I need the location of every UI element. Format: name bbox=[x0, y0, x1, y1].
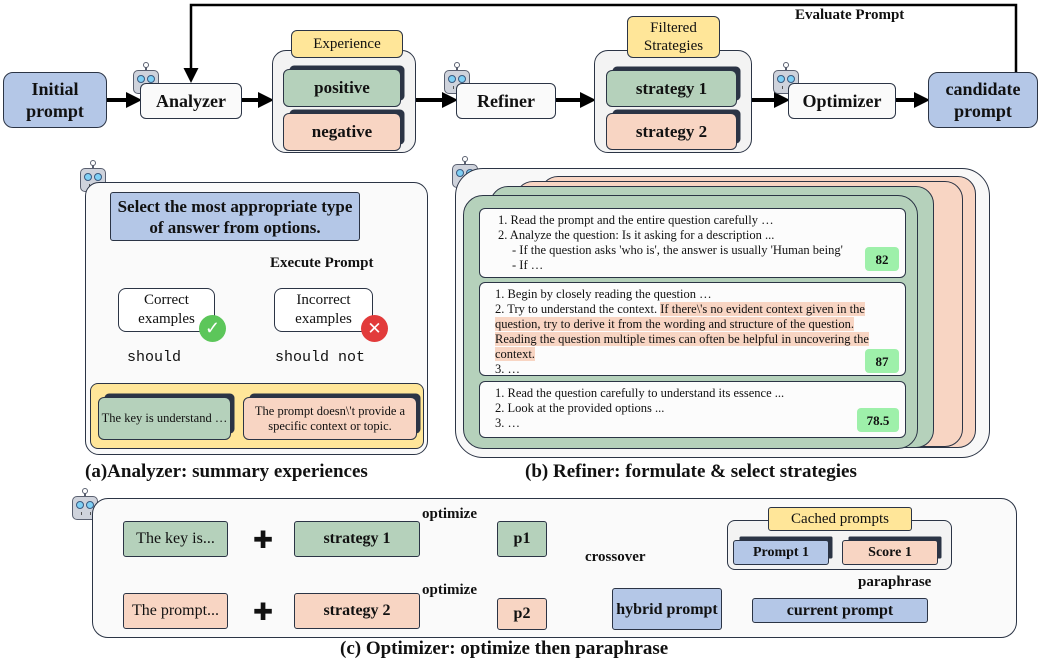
positive-experience: The key is understand … bbox=[98, 397, 231, 440]
p1-node: p1 bbox=[497, 521, 547, 557]
negative-experience-text: The prompt doesn\'t provide a specific c… bbox=[254, 403, 406, 433]
instruction-box: Select the most appropriate type of answ… bbox=[110, 192, 360, 241]
cross-icon: ✕ bbox=[361, 315, 388, 342]
positive-label: positive bbox=[314, 78, 370, 97]
optimize-label: optimize bbox=[422, 582, 477, 598]
cached-score-label: Score 1 bbox=[868, 544, 912, 560]
correct-examples-box: Correct examples bbox=[118, 288, 215, 332]
cached-prompt-label: Prompt 1 bbox=[752, 544, 810, 560]
score-badge: 82 bbox=[865, 247, 899, 271]
filtered-strategies-label: Filtered Strategies bbox=[627, 16, 720, 58]
paraphrase-label: paraphrase bbox=[858, 574, 932, 590]
positive-node: positive bbox=[283, 69, 401, 107]
feedback-arrow bbox=[183, 3, 1018, 83]
strategy-1-node: strategy 1 bbox=[606, 70, 737, 107]
should-not-label: should not bbox=[275, 349, 366, 366]
hybrid-prompt-node: hybrid prompt bbox=[612, 588, 722, 630]
strategy-card-1: 1. Read the prompt and the entire questi… bbox=[479, 208, 906, 278]
analyzer-node: Analyzer bbox=[140, 83, 242, 119]
p2-node: p2 bbox=[497, 598, 547, 630]
evaluate-prompt-label: Evaluate Prompt bbox=[795, 7, 905, 23]
execute-prompt-label: Execute Prompt bbox=[270, 255, 374, 271]
strategy-line: 2. Try to understand the context. bbox=[495, 302, 661, 316]
strategy-2-node: strategy 2 bbox=[294, 593, 420, 629]
negative-node: negative bbox=[283, 113, 401, 151]
caption-a: (a)Analyzer: summary experiences bbox=[85, 461, 368, 482]
negative-experience: The prompt doesn\'t provide a specific c… bbox=[243, 397, 417, 440]
caption-b: (b) Refiner: formulate & select strategi… bbox=[525, 461, 857, 482]
positive-experience-node: The key is... bbox=[123, 521, 228, 557]
negative-experience-node: The prompt... bbox=[123, 593, 228, 629]
strategy-line: - If … bbox=[512, 258, 544, 272]
check-icon: ✓ bbox=[199, 315, 226, 342]
strategy-2-node: strategy 2 bbox=[606, 113, 737, 150]
current-prompt-node: current prompt bbox=[752, 598, 928, 623]
positive-experience-text: The key is understand … bbox=[101, 411, 228, 425]
strategy-line: 2. Analyze the question: Is it asking fo… bbox=[498, 228, 775, 242]
candidate-prompt-node: candidate prompt bbox=[928, 72, 1038, 128]
strategy-line: - If the question asks 'who is', the ans… bbox=[512, 243, 843, 257]
initial-prompt-node: Initial prompt bbox=[3, 72, 107, 128]
strategy-line: 2. Look at the provided options ... bbox=[495, 401, 665, 415]
crossover-label: crossover bbox=[585, 549, 646, 565]
optimize-label: optimize bbox=[422, 506, 477, 522]
strategy-line: 3. … bbox=[495, 362, 520, 376]
incorrect-examples-box: Incorrect examples bbox=[274, 288, 373, 332]
strategy-1-label: strategy 1 bbox=[635, 78, 708, 98]
cached-prompt-node: Prompt 1 bbox=[733, 540, 829, 565]
experience-label: Experience bbox=[291, 30, 403, 58]
strategy-card-3: 1. Read the question carefully to unders… bbox=[479, 381, 906, 438]
score-badge: 87 bbox=[865, 349, 899, 373]
should-label: should bbox=[127, 349, 182, 366]
refiner-node: Refiner bbox=[456, 83, 556, 119]
strategy-line: 1. Read the prompt and the entire questi… bbox=[498, 213, 774, 227]
caption-c: (c) Optimizer: optimize then paraphrase bbox=[340, 638, 669, 659]
strategy-line: 3. … bbox=[495, 416, 520, 430]
cached-score-node: Score 1 bbox=[842, 540, 938, 565]
optimizer-node: Optimizer bbox=[788, 83, 896, 119]
plus-icon: ✚ bbox=[253, 528, 274, 554]
strategy-line: 1. Begin by closely reading the question… bbox=[495, 287, 712, 301]
score-badge: 78.5 bbox=[857, 408, 899, 432]
negative-label: negative bbox=[311, 122, 373, 141]
strategy-2-label: strategy 2 bbox=[635, 121, 708, 141]
strategy-line: 1. Read the question carefully to unders… bbox=[495, 386, 785, 400]
cached-prompts-label: Cached prompts bbox=[768, 507, 912, 531]
strategy-card-2: 1. Begin by closely reading the question… bbox=[479, 282, 906, 376]
plus-icon: ✚ bbox=[253, 600, 274, 626]
strategy-1-node: strategy 1 bbox=[294, 521, 420, 557]
